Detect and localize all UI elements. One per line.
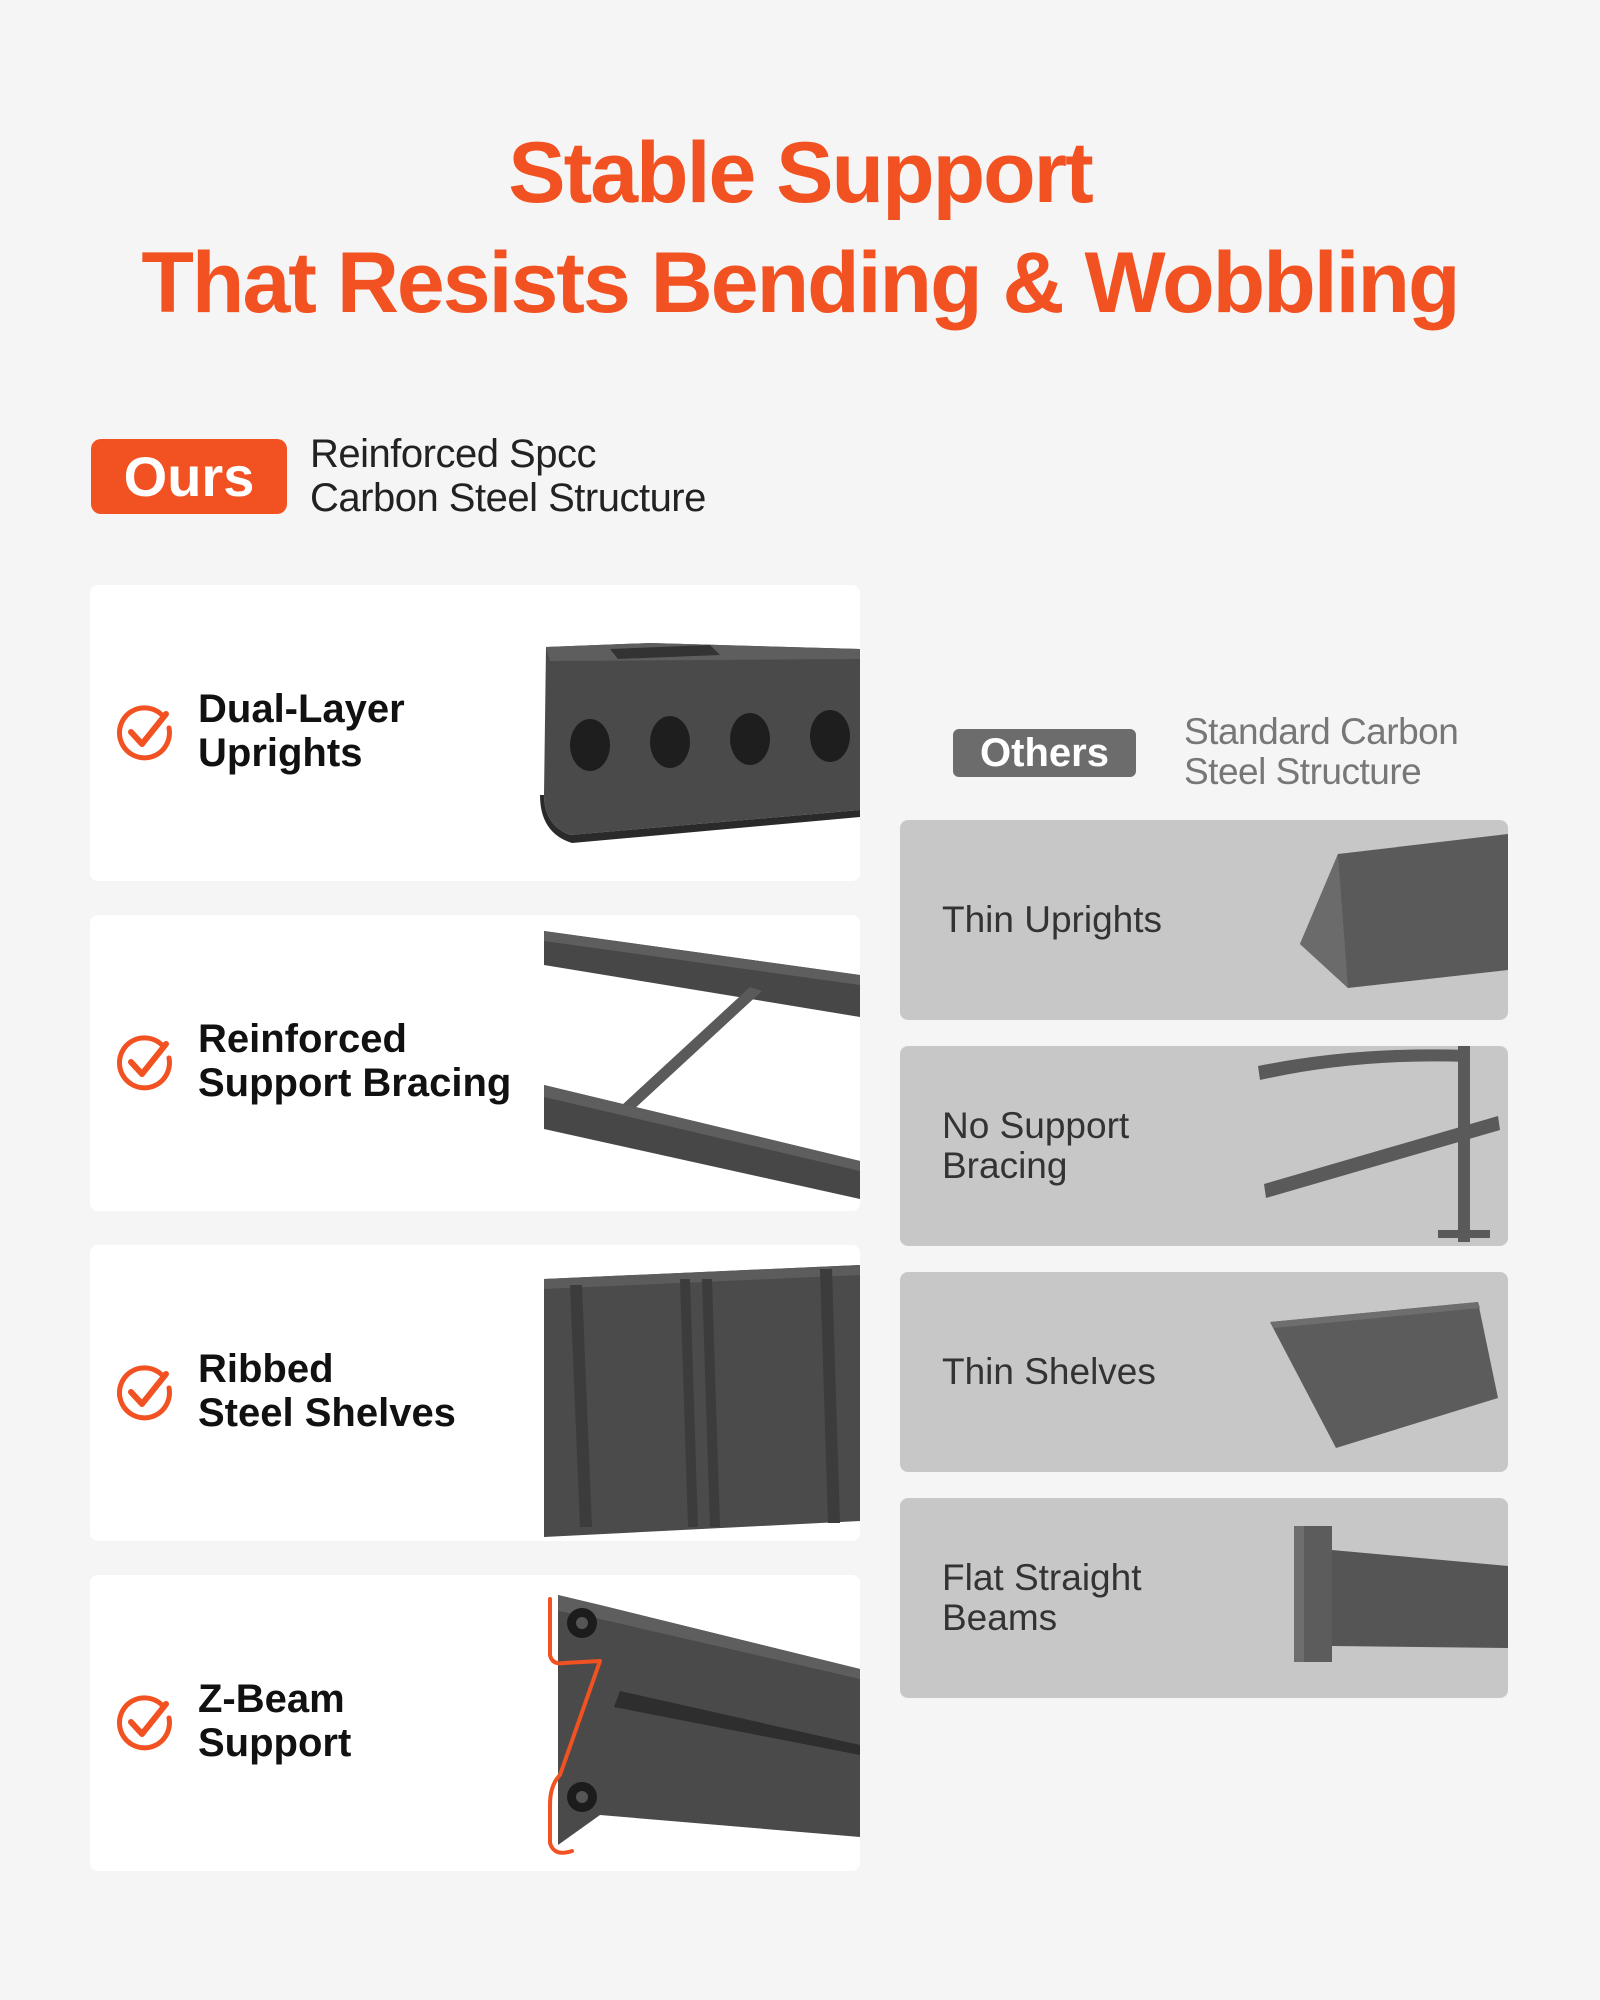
others-feature-line-2: Bracing: [942, 1145, 1068, 1186]
ours-feature-line-2: Support: [198, 1721, 352, 1765]
check-circle-icon: [117, 705, 172, 761]
headline-line-1: Stable Support: [508, 125, 1094, 221]
dual-layer-upright-image: [540, 643, 860, 843]
ours-badge: Ours: [91, 439, 287, 514]
others-feature-card-bracing: No Support Bracing: [900, 1046, 1508, 1246]
ours-feature-card-bracing: Reinforced Support Bracing: [90, 915, 860, 1211]
ours-feature-label: Reinforced Support Bracing: [198, 1017, 511, 1105]
ours-subtitle-line-2: Carbon Steel Structure: [310, 476, 706, 520]
support-bracing-image: [544, 931, 860, 1199]
ours-feature-line-1: Reinforced: [198, 1017, 407, 1061]
ours-feature-label: Z-Beam Support: [198, 1677, 351, 1765]
flat-beam-image: [1294, 1526, 1508, 1662]
others-subtitle: Standard Carbon Steel Structure: [1184, 711, 1459, 792]
others-feature-label: Flat Straight Beams: [942, 1498, 1242, 1698]
ours-subtitle: Reinforced Spcc Carbon Steel Structure: [310, 432, 706, 520]
thin-upright-image: [1300, 834, 1508, 988]
ours-feature-label: Dual-Layer Uprights: [198, 687, 405, 775]
headline-line-2: That Resists Bending & Wobbling: [141, 235, 1460, 331]
others-feature-card-uprights: Thin Uprights: [900, 820, 1508, 1020]
others-feature-line-1: Flat Straight: [942, 1557, 1142, 1598]
check-circle-icon: [117, 1365, 172, 1421]
thin-shelf-image: [1270, 1302, 1498, 1448]
others-feature-line-1: Thin Uprights: [942, 899, 1163, 940]
ours-feature-line-2: Steel Shelves: [198, 1391, 456, 1435]
others-badge: Others: [953, 729, 1136, 777]
others-feature-label: Thin Uprights: [942, 820, 1242, 1020]
ours-feature-line-2: Support Bracing: [198, 1061, 512, 1105]
ours-feature-card-zbeam: Z-Beam Support: [90, 1575, 860, 1871]
headline: Stable Support That Resists Bending & Wo…: [0, 118, 1600, 338]
ours-feature-card-shelves: Ribbed Steel Shelves: [90, 1245, 860, 1541]
check-circle-icon: [117, 1035, 172, 1091]
ours-feature-card-uprights: Dual-Layer Uprights: [90, 585, 860, 881]
others-feature-label: Thin Shelves: [942, 1272, 1242, 1472]
ours-feature-line-1: Dual-Layer: [198, 687, 405, 731]
others-feature-label: No Support Bracing: [942, 1046, 1242, 1246]
ours-feature-line-2: Uprights: [198, 731, 363, 775]
others-subtitle-line-2: Steel Structure: [1184, 751, 1422, 792]
others-feature-card-shelves: Thin Shelves: [900, 1272, 1508, 1472]
others-feature-line-2: Beams: [942, 1597, 1058, 1638]
others-feature-line-1: Thin Shelves: [942, 1351, 1156, 1392]
ribbed-shelf-image: [544, 1265, 860, 1537]
ours-feature-line-1: Ribbed: [198, 1347, 334, 1391]
z-beam-image: [548, 1595, 860, 1855]
ours-subtitle-line-1: Reinforced Spcc: [310, 432, 596, 476]
ours-feature-label: Ribbed Steel Shelves: [198, 1347, 456, 1435]
check-circle-icon: [117, 1695, 172, 1751]
no-bracing-image: [1258, 1046, 1500, 1242]
others-subtitle-line-1: Standard Carbon: [1184, 711, 1459, 752]
others-feature-line-1: No Support: [942, 1105, 1130, 1146]
others-feature-card-beams: Flat Straight Beams: [900, 1498, 1508, 1698]
ours-feature-line-1: Z-Beam: [198, 1677, 345, 1721]
